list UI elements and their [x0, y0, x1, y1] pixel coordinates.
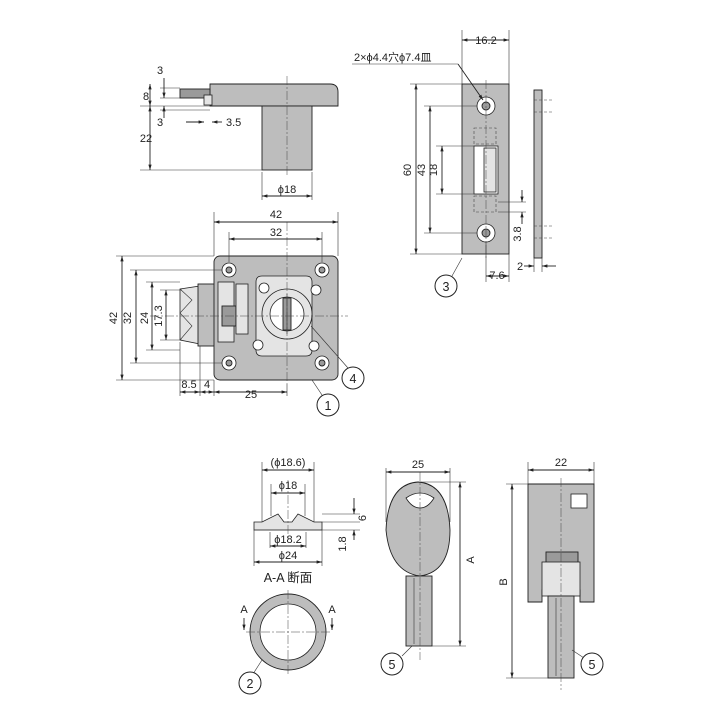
key-in-cylinder: 22 B 5 [498, 457, 604, 690]
callout-4: 4 [350, 372, 357, 386]
dim-ring-1-8: 1.8 [337, 536, 349, 551]
dim-side-3-top: 3 [157, 65, 163, 77]
callout-3: 3 [443, 280, 450, 294]
dim-front-height-42: 42 [108, 312, 120, 324]
section-label: A-A 断面 [264, 570, 313, 585]
dim-holder-b: B [498, 578, 510, 585]
dim-front-height-24: 24 [139, 312, 151, 324]
dim-side-3-bot: 3 [157, 117, 163, 129]
section-mark-a-left: A [240, 604, 248, 616]
dim-strike-2: 2 [517, 261, 523, 273]
dim-strike-43: 43 [416, 164, 428, 176]
dim-side-3-5: 3.5 [226, 117, 241, 129]
callout-1: 1 [325, 399, 332, 413]
dim-ring-24: ϕ24 [279, 550, 297, 562]
dim-holder-22: 22 [555, 457, 567, 469]
strike-hole-note: 2×ϕ4.4穴ϕ7.4皿 [354, 50, 431, 64]
dim-key-25: 25 [412, 459, 424, 471]
dim-side-8: 8 [143, 91, 149, 103]
dim-front-4: 4 [204, 379, 210, 391]
strike-plate: 2×ϕ4.4穴ϕ7.4皿 16.2 60 43 18 3.8 7.6 2 3 [352, 30, 556, 298]
dim-ring-18-6: (ϕ18.6) [271, 457, 306, 469]
ring-part: (ϕ18.6) ϕ18 6 1.8 ϕ18.2 ϕ24 A-A 断面 A A 2 [238, 457, 369, 695]
lock-side-view: 3 8 22 3 3.5 ϕ18 [140, 65, 339, 200]
dim-strike-18: 18 [428, 164, 440, 176]
dim-ring-18: ϕ18 [279, 480, 297, 492]
dim-strike-16-2: 16.2 [475, 35, 496, 47]
dim-front-8-5: 8.5 [181, 379, 196, 391]
lock-front-view: 42 32 42 32 24 17.3 8.5 4 25 1 4 [108, 209, 365, 417]
callout-5-right: 5 [589, 658, 596, 672]
dim-side-22: 22 [140, 133, 152, 145]
dim-front-width-42: 42 [270, 209, 282, 221]
dim-side-phi18: ϕ18 [278, 184, 296, 196]
dim-front-25: 25 [245, 389, 257, 401]
key-front: 25 A 5 [380, 459, 477, 676]
dim-key-a: A [465, 556, 477, 564]
callout-2: 2 [247, 677, 254, 691]
dim-ring-18-2: ϕ18.2 [274, 534, 302, 546]
dim-strike-7-6: 7.6 [489, 270, 504, 282]
callout-5-left: 5 [389, 658, 396, 672]
dim-front-width-32: 32 [270, 227, 282, 239]
dim-strike-3-8: 3.8 [512, 226, 524, 241]
dim-front-height-32: 32 [122, 312, 134, 324]
section-mark-a-right: A [328, 604, 336, 616]
dim-ring-6: 6 [357, 515, 369, 521]
dim-strike-60: 60 [402, 164, 414, 176]
dim-front-17-3: 17.3 [153, 305, 165, 326]
